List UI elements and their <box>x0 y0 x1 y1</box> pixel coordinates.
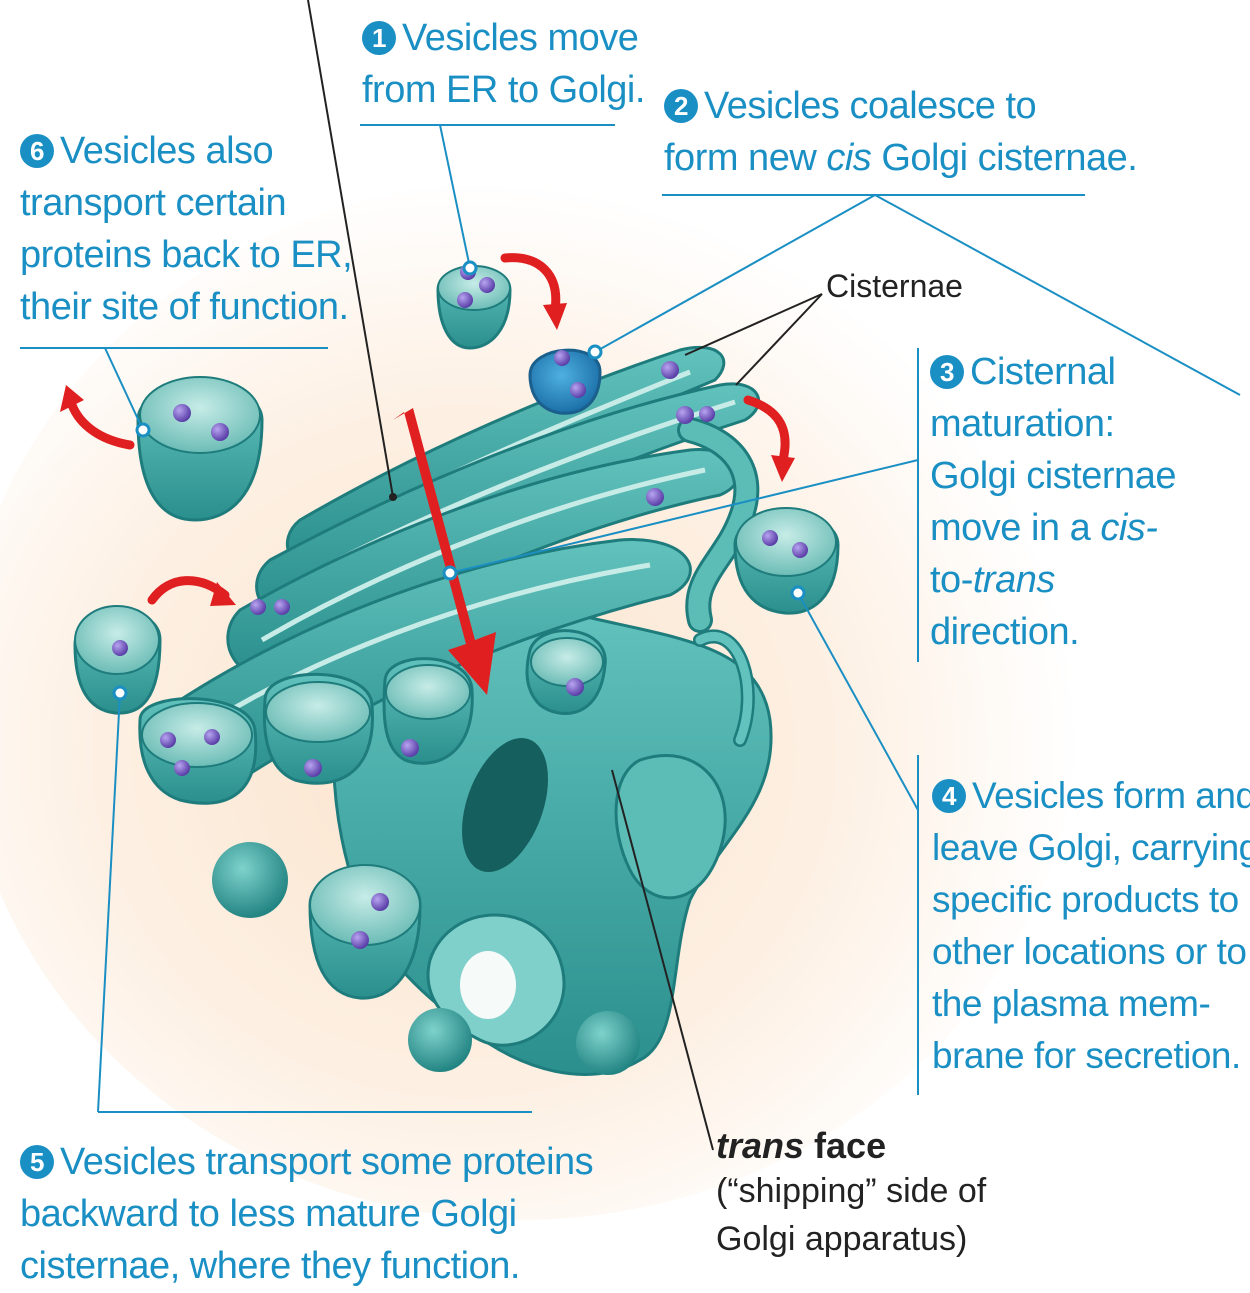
step-badge-4: 4 <box>932 779 966 813</box>
step-badge-5: 5 <box>20 1145 54 1179</box>
step-badge-3: 3 <box>930 355 964 389</box>
step-badge-2: 2 <box>664 89 698 123</box>
vesicle-right-leaving <box>735 508 838 613</box>
cisternae-label: Cisternae <box>826 268 963 305</box>
step-badge-6: 6 <box>20 134 54 168</box>
vesicle-coalescing <box>530 350 600 413</box>
step-badge-1: 1 <box>362 21 396 55</box>
trans-face-label: trans face (“shipping” side of Golgi app… <box>716 1125 986 1263</box>
